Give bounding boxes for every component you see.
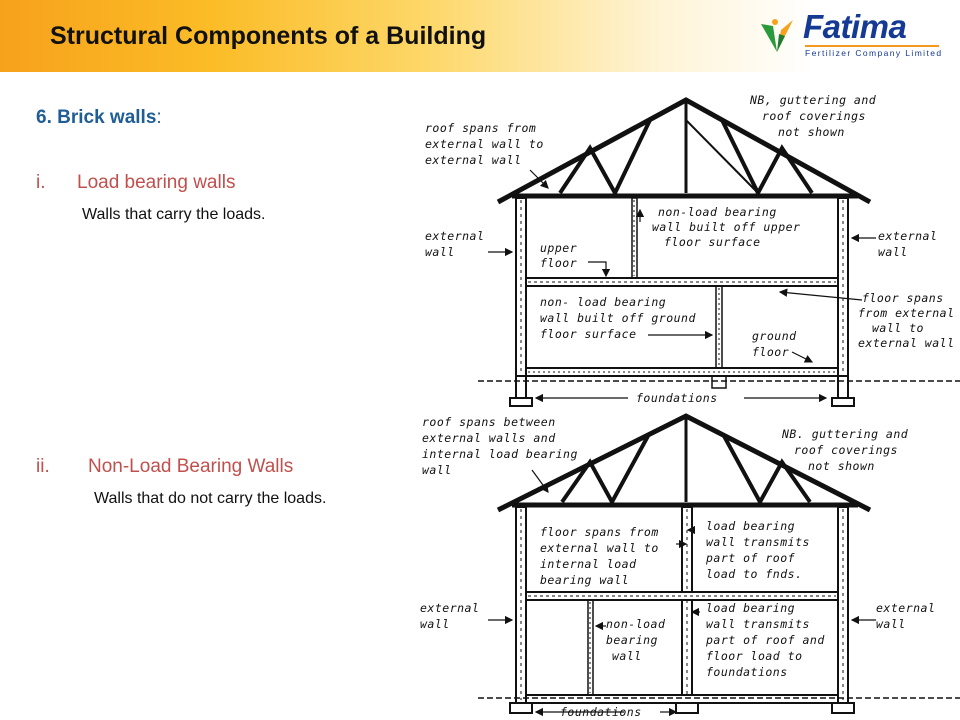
- bottom-lb-floor-1: load bearing: [706, 601, 795, 615]
- item-title-non-load-bearing: Non-Load Bearing Walls: [88, 456, 294, 477]
- section-heading-colon: :: [156, 107, 162, 128]
- top-nonload-ground-2: wall built off ground: [540, 311, 696, 325]
- bottom-roof-spans-3: internal load bearing: [422, 447, 578, 461]
- top-nonload-upper-2: wall built off upper: [652, 220, 800, 234]
- bottom-lb-floor-4: floor load to: [706, 649, 803, 663]
- logo-subtitle: Fertilizer Company Limited: [805, 48, 943, 58]
- top-upper-floor-1: upper: [540, 241, 577, 255]
- logo-name: Fatima: [803, 8, 907, 45]
- top-floor-spans-2: from external: [858, 306, 955, 320]
- top-floor-spans-1: floor spans: [862, 291, 944, 305]
- top-house-arrows: [488, 169, 876, 403]
- bottom-note-line-2: roof coverings: [794, 443, 898, 457]
- slide-title: Structural Components of a Building: [50, 22, 487, 50]
- bottom-ext-left-2: wall: [420, 617, 450, 631]
- bottom-lb-roof-4: load to fnds.: [706, 567, 803, 581]
- top-roof-spans-1: roof spans from: [425, 121, 536, 135]
- top-house-labels: NB, guttering and roof coverings not sho…: [425, 93, 955, 405]
- top-foundations: foundations: [636, 391, 718, 405]
- top-ext-left-2: wall: [425, 245, 455, 259]
- item-desc-non-load-bearing: Walls that do not carry the loads.: [94, 490, 327, 507]
- section-heading-text: 6. Brick walls: [36, 107, 157, 128]
- bottom-house-arrows: [488, 469, 876, 717]
- logo-rule: [805, 45, 939, 47]
- top-nonload-upper-3: floor surface: [664, 235, 761, 249]
- bottom-ext-right-2: wall: [876, 617, 906, 631]
- house-section-diagrams: NB, guttering and roof coverings not sho…: [420, 93, 960, 719]
- top-floor-spans-4: external wall: [858, 336, 955, 350]
- bottom-floor-spans-1: floor spans from: [540, 525, 659, 539]
- section-heading: 6. Brick walls:: [36, 107, 162, 129]
- company-logo: Fatima Fertilizer Company Limited: [755, 8, 945, 62]
- bottom-roof-spans-1: roof spans between: [422, 415, 556, 429]
- top-ground-floor-2: floor: [752, 345, 789, 359]
- bottom-floor-spans-4: bearing wall: [540, 573, 629, 587]
- bottom-floor-spans-3: internal load: [540, 557, 637, 571]
- bottom-foundations: foundations: [560, 705, 642, 719]
- list-marker-2: ii.: [36, 456, 50, 477]
- header-bar: Structural Components of a Building Fati…: [0, 0, 960, 72]
- bottom-nonload-1: non-load: [606, 617, 666, 631]
- bottom-floor-spans-2: external wall to: [540, 541, 659, 555]
- logo-leaf-icon: [761, 19, 793, 52]
- bottom-house-labels: roof spans between external walls and in…: [420, 415, 935, 719]
- top-ext-left-1: external: [425, 229, 484, 243]
- top-roof-spans-3: external wall: [425, 153, 522, 167]
- bottom-lb-roof-2: wall transmits: [706, 535, 810, 549]
- top-note-line-1: NB, guttering and: [749, 93, 877, 107]
- bottom-lb-floor-2: wall transmits: [706, 617, 810, 631]
- bottom-lb-floor-3: part of roof and: [705, 633, 825, 647]
- top-house-drawing: [478, 97, 960, 407]
- bottom-ext-right-1: external: [876, 601, 935, 615]
- bottom-lb-floor-5: foundations: [706, 665, 788, 679]
- top-upper-floor-2: floor: [540, 256, 577, 270]
- bottom-note-line-3: not shown: [808, 459, 875, 473]
- top-note-line-2: roof coverings: [762, 109, 866, 123]
- bottom-note-line-1: NB. guttering and: [781, 427, 909, 441]
- bottom-ext-left-1: external: [420, 601, 479, 615]
- top-nonload-upper-1: non-load bearing: [658, 205, 777, 219]
- top-ground-floor-1: ground: [752, 329, 797, 343]
- bottom-lb-roof-1: load bearing: [706, 519, 795, 533]
- top-roof-spans-2: external wall to: [425, 137, 544, 151]
- item-desc-load-bearing: Walls that carry the loads.: [82, 206, 266, 223]
- top-note-line-3: not shown: [778, 125, 845, 139]
- bottom-lb-roof-3: part of roof: [705, 551, 795, 565]
- top-nonload-ground-3: floor surface: [540, 327, 637, 341]
- top-ext-right-1: external: [878, 229, 937, 243]
- top-nonload-ground-1: non- load bearing: [540, 295, 666, 309]
- item-title-load-bearing: Load bearing walls: [77, 172, 236, 193]
- bottom-nonload-2: bearing: [606, 633, 658, 647]
- bottom-nonload-3: wall: [612, 649, 642, 663]
- bottom-house-drawing: [478, 413, 960, 714]
- list-marker-1: i.: [36, 172, 46, 193]
- top-floor-spans-3: wall to: [872, 321, 924, 335]
- top-ext-right-2: wall: [878, 245, 908, 259]
- bottom-roof-spans-4: wall: [422, 463, 452, 477]
- bottom-roof-spans-2: external walls and: [422, 431, 556, 445]
